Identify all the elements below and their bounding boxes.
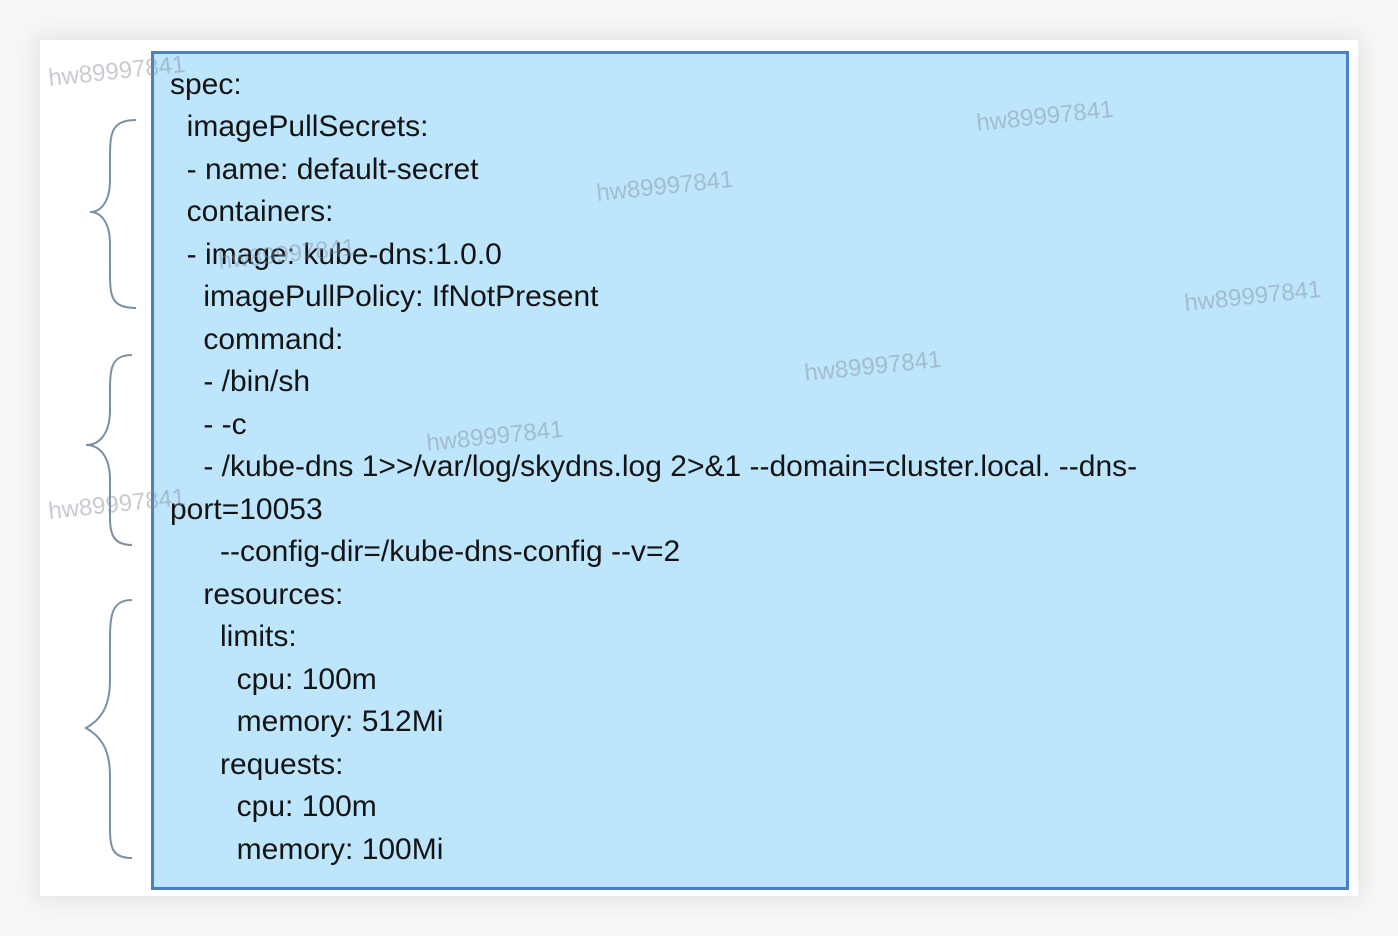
code-line: memory: 100Mi [170,833,444,866]
code-line: - -c [170,408,247,441]
code-block [151,51,1349,890]
curly-brace-icon [83,599,133,859]
code-line: imagePullSecrets: [170,110,429,143]
code-line: limits: [170,620,297,653]
code-line: imagePullPolicy: IfNotPresent [170,280,599,313]
code-line: cpu: 100m [170,790,377,823]
code-line: cpu: 100m [170,663,377,696]
code-line: command: [170,323,344,356]
code-line: --config-dir=/kube-dns-config --v=2 [170,535,681,568]
code-line: resources: [170,578,344,611]
curly-brace-icon [89,119,137,309]
code-line: containers: [170,195,334,228]
code-line: - name: default-secret [170,153,479,186]
code-line: - /bin/sh [170,365,311,398]
code-line: - /kube-dns 1>>/var/log/skydns.log 2>&1 … [170,450,1138,483]
code-line: memory: 512Mi [170,705,444,738]
code-line: port=10053 [170,493,323,526]
code-line: spec: [170,68,242,101]
code-line: requests: [170,748,344,781]
code-line: - image: kube-dns:1.0.0 [170,238,502,271]
curly-brace-icon [85,354,133,546]
braces-group [83,119,137,859]
